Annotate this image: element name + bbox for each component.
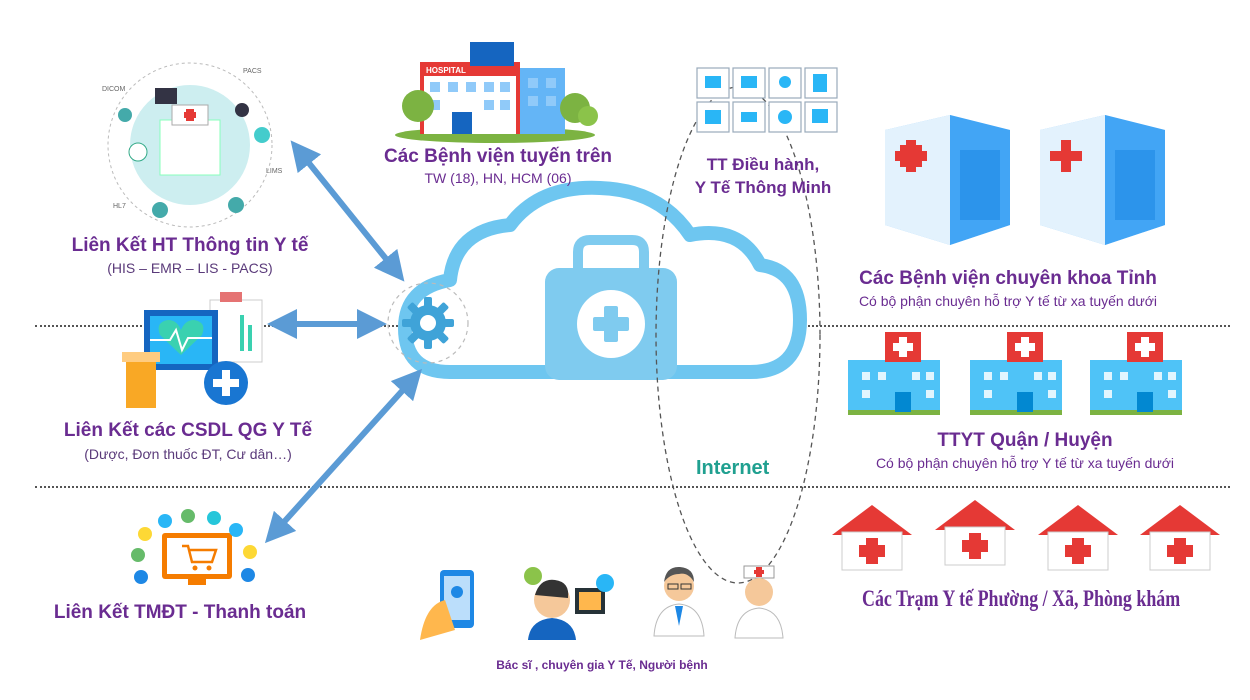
hl7-label: HL7 <box>113 203 126 210</box>
phone-doctor-icon <box>420 570 474 640</box>
his-title: Liên Kết HT Thông tin Y tế <box>71 235 309 256</box>
video-call-icon <box>524 567 614 640</box>
tmdt-title: Liên Kết TMĐT - Thanh toán <box>53 602 307 623</box>
district-subtitle: Có bộ phận chuyên hỗ trợ Y tế từ xa tuyế… <box>875 455 1175 471</box>
ecommerce-icon <box>131 509 257 585</box>
control-title-line2: Y Tế Thông Minh <box>694 178 832 197</box>
csdl-title: Liên Kết các CSDL QG Y Tế <box>63 420 313 441</box>
district-center-icon-3 <box>1090 332 1182 415</box>
arrow-tmdt <box>264 368 423 544</box>
control-title-line1: TT Điều hành, <box>706 155 820 174</box>
csdl-subtitle: (Dược, Đơn thuốc ĐT, Cư dân…) <box>84 446 292 462</box>
separator-line-2 <box>35 486 1230 488</box>
hospital-subtitle: TW (18), HN, HCM (06) <box>424 170 572 186</box>
arrow-his <box>290 140 405 282</box>
district-center-icon-2 <box>970 332 1062 415</box>
health-station-icon-2 <box>935 500 1015 566</box>
district-center-icon-1 <box>848 332 940 415</box>
internet-label: Internet <box>696 457 770 479</box>
hospital-title: Các Bệnh viện tuyến trên <box>383 146 613 167</box>
people-caption: Bác sĩ , chuyên gia Y Tế, Người bệnh <box>496 658 708 672</box>
database-icon <box>122 292 263 408</box>
pacs-label: PACS <box>243 68 262 75</box>
hospital-sign: HOSPITAL <box>426 66 466 75</box>
health-station-icon-1 <box>832 505 912 571</box>
medical-kit-icon <box>545 235 677 380</box>
provincial-hospital-icon-1 <box>885 115 1010 245</box>
provincial-subtitle: Có bộ phận chuyên hỗ trợ Y tế từ xa tuyế… <box>858 293 1158 309</box>
internet-ellipse <box>655 86 821 584</box>
smart-health-tiles-icon <box>696 67 838 133</box>
dicom-label: DICOM <box>102 86 126 93</box>
gear-icon <box>387 282 469 364</box>
doctor-icon <box>653 566 705 637</box>
lims-label: LIMS <box>266 168 283 175</box>
nurse-icon <box>734 565 784 639</box>
health-station-icon-3 <box>1038 505 1118 571</box>
his-subtitle: (HIS – EMR – LIS - PACS) <box>107 260 273 276</box>
hospital-building-icon <box>395 42 598 143</box>
health-station-icon-4 <box>1140 505 1220 571</box>
stations-title: Các Trạm Y tế Phường / Xã, Phòng khám <box>862 586 1181 611</box>
his-icon <box>107 62 273 228</box>
provincial-title: Các Bệnh viện chuyên khoa Tỉnh <box>859 268 1157 289</box>
provincial-hospital-icon-2 <box>1040 115 1165 245</box>
district-title: TTYT Quận / Huyện <box>937 430 1113 451</box>
